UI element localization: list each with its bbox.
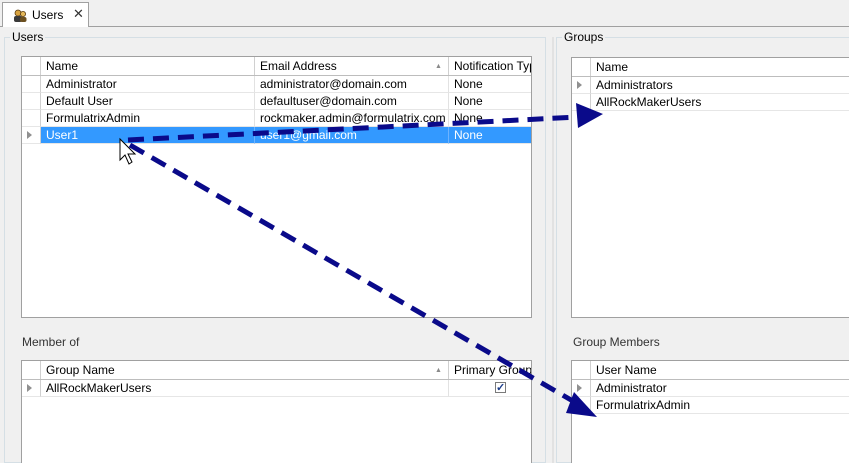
group-members-header: User Name bbox=[572, 361, 849, 380]
close-icon[interactable]: ✕ bbox=[73, 6, 84, 21]
cell-user-notification: None bbox=[449, 76, 531, 93]
current-row-icon bbox=[577, 384, 582, 392]
col-header-user-name[interactable]: User Name bbox=[596, 363, 657, 377]
arrowhead-icon bbox=[576, 103, 603, 128]
cell-user-name: Administrator bbox=[41, 76, 255, 93]
tab-users[interactable]: Users ✕ bbox=[2, 2, 89, 27]
users-grid[interactable]: Name Email Address ▲ Notification Type A… bbox=[21, 56, 532, 318]
table-row[interactable]: AllRockMakerUsers ✓ bbox=[22, 380, 531, 397]
member-of-label: Member of bbox=[22, 335, 80, 349]
row-header-corner bbox=[22, 361, 41, 379]
cell-primary-group: ✓ bbox=[449, 380, 531, 397]
mouse-cursor-icon bbox=[119, 137, 137, 165]
sort-ascending-icon: ▲ bbox=[435, 63, 442, 70]
col-header-email-label: Email Address bbox=[260, 59, 337, 73]
row-header-corner bbox=[572, 58, 591, 76]
primary-group-checkbox[interactable]: ✓ bbox=[495, 382, 506, 394]
cell-member-name: FormulatrixAdmin bbox=[591, 397, 849, 414]
col-header-group-name-label: Group Name bbox=[46, 363, 115, 377]
group-members-label: Group Members bbox=[573, 335, 660, 349]
dashed-arrow-to-group-members bbox=[128, 142, 580, 407]
row-header bbox=[22, 110, 41, 127]
row-header bbox=[572, 380, 591, 397]
users-icon bbox=[14, 9, 27, 22]
cell-user-notification: None bbox=[449, 93, 531, 110]
users-grid-header: Name Email Address ▲ Notification Type bbox=[22, 57, 531, 76]
row-header bbox=[22, 76, 41, 93]
member-of-grid[interactable]: Group Name ▲ Primary Group AllRockMakerU… bbox=[21, 360, 532, 463]
cell-member-name: Administrator bbox=[591, 380, 849, 397]
col-header-notification-type[interactable]: Notification Type bbox=[454, 59, 531, 73]
cell-group-name: AllRockMakerUsers bbox=[41, 380, 449, 397]
current-row-icon bbox=[27, 131, 32, 139]
groups-grid-header: Name bbox=[572, 58, 849, 77]
col-header-primary-group[interactable]: Primary Group bbox=[454, 363, 532, 377]
table-row[interactable]: Default User defaultuser@domain.com None bbox=[22, 93, 531, 110]
arrowhead-icon bbox=[566, 392, 597, 417]
col-header-name[interactable]: Name bbox=[41, 57, 255, 75]
col-header-group-name[interactable]: Name bbox=[596, 60, 629, 74]
dashed-arrow-to-groups bbox=[127, 114, 579, 143]
panel-splitter[interactable] bbox=[552, 37, 554, 463]
cell-user-name: User1 bbox=[41, 127, 255, 144]
table-row[interactable]: Administrator administrator@domain.com N… bbox=[22, 76, 531, 93]
col-header-group-name[interactable]: Group Name ▲ bbox=[41, 361, 449, 379]
row-header bbox=[572, 77, 591, 94]
cell-group-name: AllRockMakerUsers bbox=[591, 94, 849, 111]
cell-user-email: defaultuser@domain.com bbox=[255, 93, 449, 110]
cell-group-name: Administrators bbox=[591, 77, 849, 94]
table-row[interactable]: Administrator bbox=[572, 380, 849, 397]
table-row[interactable]: Administrators bbox=[572, 77, 849, 94]
tab-label: Users bbox=[32, 8, 64, 22]
member-of-header: Group Name ▲ Primary Group bbox=[22, 361, 532, 380]
cell-user-email: administrator@domain.com bbox=[255, 76, 449, 93]
cell-user-name: FormulatrixAdmin bbox=[41, 110, 255, 127]
cell-user-name: Default User bbox=[41, 93, 255, 110]
row-header bbox=[22, 380, 41, 397]
users-title: Users bbox=[10, 30, 46, 44]
sort-ascending-icon: ▲ bbox=[435, 367, 442, 374]
current-row-icon bbox=[577, 81, 582, 89]
checkmark-icon: ✓ bbox=[496, 382, 506, 394]
col-header-email[interactable]: Email Address ▲ bbox=[255, 57, 449, 75]
cell-user-email: rockmaker.admin@formulatrix.com bbox=[255, 110, 449, 127]
row-header bbox=[22, 93, 41, 110]
groups-grid[interactable]: Name Administrators AllRockMakerUsers bbox=[571, 57, 849, 318]
cell-user-notification: None bbox=[449, 127, 531, 144]
row-header bbox=[22, 127, 41, 144]
table-row[interactable]: FormulatrixAdmin rockmaker.admin@formula… bbox=[22, 110, 531, 127]
current-row-icon bbox=[27, 384, 32, 392]
row-header-corner bbox=[572, 361, 591, 379]
tab-strip bbox=[0, 0, 849, 27]
groups-title: Groups bbox=[562, 30, 606, 44]
row-header-corner bbox=[22, 57, 41, 75]
